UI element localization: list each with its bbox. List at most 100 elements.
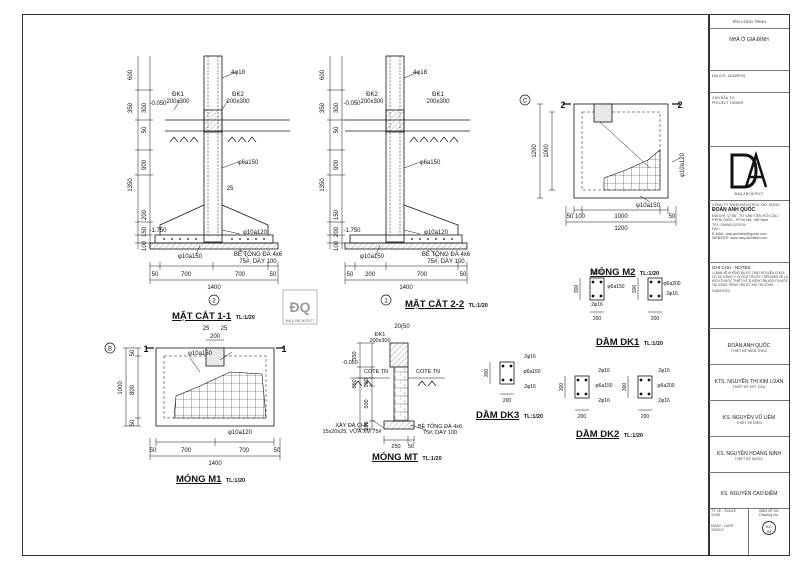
mt-vdim-0: 350 [352, 351, 358, 360]
mc22-hdim-0: 50 [347, 272, 354, 278]
m2-hdim-0: 50 [567, 214, 574, 220]
title-dk3: DẦM DK3 TL:1/20 [476, 410, 543, 421]
tb-address: ĐỊA CHỈ - ADDRESS [709, 71, 789, 93]
mc11-total: 1400 [207, 285, 221, 291]
mc11-vdim-6: 200 [142, 209, 148, 220]
dk1-dim-2: 300 [632, 285, 638, 294]
title-dk1: DẦM DK1 TL:1/20 [596, 337, 663, 348]
mc11-vdim-5: 1350 [128, 178, 134, 192]
m2-callout: C [523, 99, 528, 105]
mt-top: 20(50 [394, 324, 410, 330]
m1-sec-left: 1 [143, 344, 148, 354]
tb-logo: ĐAQ-ARCHITECT [709, 147, 789, 201]
dk1-bar-4: 2φ16 [666, 291, 678, 297]
mc22-lev1: -0.050 [343, 101, 361, 107]
mt-vdim-4: 100 [364, 421, 370, 430]
dk1-bar-3: φ6a200 [663, 281, 680, 287]
dk2-bar-3: 2φ16 [658, 368, 670, 374]
mc11-conc2: 75#, DÀY 100 [239, 258, 277, 265]
mt-dk1: ĐK1 [375, 332, 386, 338]
mc22-vdim-6: 150 [334, 209, 340, 220]
mc22-vdim-7: 200 [334, 226, 340, 237]
dk1-bar-0: 2φ16 [591, 270, 603, 276]
m2-sec-left: 2 [560, 100, 565, 110]
m1-hdim-3: 50 [274, 448, 281, 454]
mc11-hdim-2: 700 [235, 272, 246, 278]
mc11-vdim-1: 350 [128, 102, 134, 113]
mt-vdim-1: 850 [352, 379, 358, 388]
title-mc11: MẶT CẮT 1-1 TL:1/20 [172, 311, 255, 322]
mc22-stirrup: φ6a150 [420, 160, 441, 166]
daq-logo-icon [730, 150, 768, 189]
mc22-vdim-8: 100 [334, 240, 340, 251]
mt-conc1: BÊ TÔNG ĐÁ 4x6 [418, 422, 462, 430]
mc11-lev2: -1.750 [149, 228, 167, 234]
mc11-stirrup: φ6a150 [238, 160, 259, 166]
section-2-2 [327, 55, 470, 284]
mc11-bar4: φ10a150 [178, 254, 203, 260]
m1-vdim-2: 800 [130, 384, 136, 395]
mt-hdim-0: 250 [391, 444, 400, 450]
mc11-vdim-0: 600 [128, 69, 134, 80]
dk2-bar-2: 2φ16 [598, 398, 610, 404]
m1-hdim-1: 700 [181, 448, 192, 454]
mc22-dk1: ĐK1 [432, 92, 444, 98]
mc11-hdim-0: 50 [152, 272, 159, 278]
mc22-vdim-0: 600 [320, 69, 326, 80]
dk2-dim-0: 300 [559, 383, 565, 392]
m1-callout: B [108, 347, 112, 353]
mc11-dk1-size: 200x300 [166, 99, 190, 105]
m1-tdim-2: 200 [210, 334, 221, 340]
mc11-bar5: φ10a120 [243, 230, 268, 236]
title-block: TÊN CÔNG TRÌNH NHÀ Ở GIA ĐÌNH ĐỊA CHỈ - … [708, 14, 790, 556]
mc22-hdim-2: 700 [417, 272, 428, 278]
dk2-bar-1: φ6a150 [595, 383, 612, 389]
tb-notes: GHI CHÚ - NOTES 1) BẢN VẼ KHÔNG ĐƯỢC THA… [709, 263, 789, 329]
dk2-dim-3: 200 [641, 414, 650, 420]
mc11-vdim-4: 900 [142, 159, 148, 170]
m2-hdim-1: 100 [575, 214, 586, 220]
dk1-bar-1: 2φ16 [591, 302, 603, 308]
beam-dk3 [489, 361, 515, 395]
mt-conc2: 75#, DÀY 100 [423, 429, 457, 436]
mc11-vdim-2: 300 [142, 102, 148, 113]
center-logo: ĐQ ĐAQ-ARCHITECT [282, 289, 318, 325]
m1-tdim-0: 25 [203, 326, 210, 332]
m1-bar1: φ10a150 [188, 351, 213, 357]
mc11-hdim-3: 50 [270, 272, 277, 278]
mc22-conc2: 75#, DÀY 100 [427, 258, 465, 265]
mc22-dk1-size: 200x300 [426, 99, 450, 105]
m1-vdim-0: 1000 [118, 381, 124, 395]
mc11-dk1: ĐK1 [172, 92, 184, 98]
m2-bar2: φ10a120 [680, 152, 686, 177]
tb-company: CÔNG TY TNHH KIẾN TRÚC XÂY DỰNG ĐOÀN ANH… [709, 201, 789, 263]
footing-m1 [123, 339, 284, 460]
tb-project-label: TÊN CÔNG TRÌNH [709, 15, 789, 29]
dk3-bar-1: φ6a150 [523, 369, 540, 375]
title-mt: MÓNG MT TL:1/20 [372, 452, 442, 463]
mc22-dk2: ĐK2 [366, 92, 378, 98]
mc22-vdim-2: 300 [334, 102, 340, 113]
mt-hdim-1: 50 [408, 444, 414, 450]
m1-total: 1400 [208, 461, 222, 467]
mt-lev: -0.050 [342, 360, 358, 366]
tb-sheet-info: TỶ LỆ - SCALE 1/100 NGÀY - DATE 10/2017 … [709, 509, 789, 555]
drawing-canvas: 4φ18 ĐK1 200x300 ĐK2 200x300 φ6a150 25 φ… [104, 55, 686, 467]
tb-owner: CHỦ ĐẦU TƯ PROJECT OWNER [709, 93, 789, 147]
sheet-number-badge: KC 03 [762, 520, 776, 535]
dk2-dim-1: 200 [578, 414, 587, 420]
m2-hdim-3: 50 [669, 214, 676, 220]
mc22-hdim-1: 200 [365, 272, 376, 278]
dk1-dim-1: 200 [593, 316, 602, 322]
mc22-vdim-4: 900 [334, 159, 340, 170]
mc22-vdim-1: 350 [320, 102, 326, 113]
mc11-conc1: BÊ TÔNG ĐÁ 4x6 [234, 250, 283, 258]
mc11-vdim-7: 150 [142, 226, 148, 237]
m1-bar2: φ10a120 [228, 430, 253, 436]
mc22-bar5: φ10a120 [424, 230, 449, 236]
mc11-vdim-3: 50 [142, 126, 148, 133]
center-logo-text: ĐAQ-ARCHITECT [286, 319, 316, 323]
beam-dk2 [564, 375, 653, 411]
